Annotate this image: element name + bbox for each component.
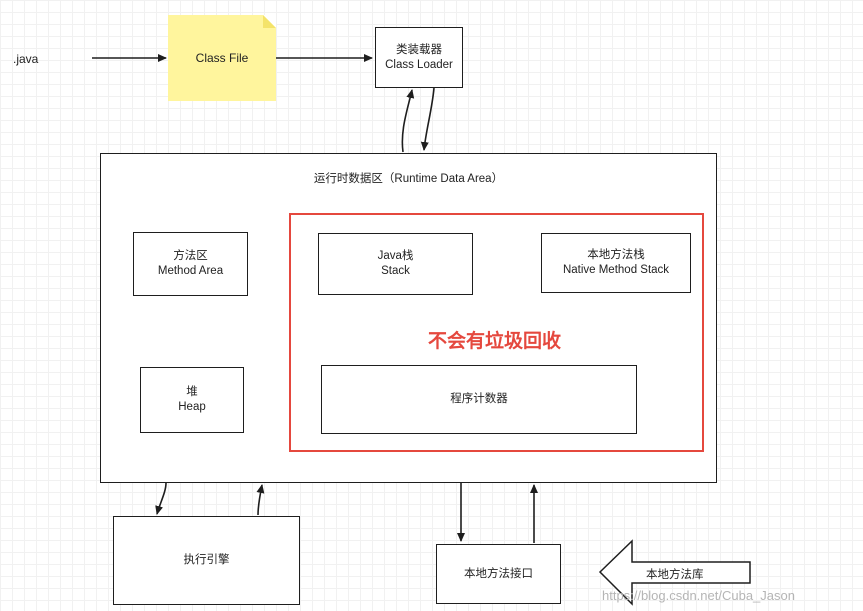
watermark: https://blog.csdn.net/Cuba_Jason — [602, 588, 795, 603]
arrow-engine-to-runtime — [256, 484, 265, 516]
class-file-note: Class File — [168, 15, 276, 101]
java-stack-box: Java栈 Stack — [318, 233, 473, 295]
program-counter-label: 程序计数器 — [450, 393, 508, 405]
native-method-stack-box: 本地方法栈 Native Method Stack — [541, 233, 691, 293]
runtime-area-title: 运行时数据区（Runtime Data Area） — [313, 173, 504, 185]
execution-engine-label: 执行引擎 — [183, 554, 230, 566]
arrow-loader-to-runtime — [420, 87, 435, 151]
arrow-runtime-to-engine — [155, 482, 167, 515]
class-loader-cn: 类装载器 — [396, 43, 442, 56]
method-area-en: Method Area — [157, 265, 224, 277]
native-method-stack-en: Native Method Stack — [562, 264, 670, 276]
no-gc-region — [289, 213, 704, 452]
native-interface-box: 本地方法接口 — [436, 544, 561, 604]
class-file-label: Class File — [195, 51, 249, 65]
method-area-cn: 方法区 — [173, 250, 208, 262]
class-loader-en: Class Loader — [385, 58, 453, 71]
program-counter-box: 程序计数器 — [321, 365, 637, 434]
heap-box: 堆 Heap — [140, 367, 244, 433]
method-area-box: 方法区 Method Area — [133, 232, 248, 296]
native-method-stack-cn: 本地方法栈 — [587, 249, 645, 261]
class-loader-box: 类装载器 Class Loader — [375, 27, 463, 88]
java-stack-cn: Java栈 — [377, 250, 414, 262]
java-source-label: .java — [13, 52, 39, 66]
native-interface-label: 本地方法接口 — [464, 567, 533, 580]
native-library-hollow-arrow — [598, 539, 751, 606]
heap-en: Heap — [178, 401, 206, 413]
execution-engine-box: 执行引擎 — [113, 516, 300, 605]
no-gc-label: 不会有垃圾回收 — [428, 331, 562, 352]
java-stack-en: Stack — [381, 265, 410, 277]
heap-cn: 堆 — [186, 386, 198, 398]
native-library-label: 本地方法库 — [646, 569, 704, 581]
arrow-runtime-to-loader — [401, 89, 415, 153]
